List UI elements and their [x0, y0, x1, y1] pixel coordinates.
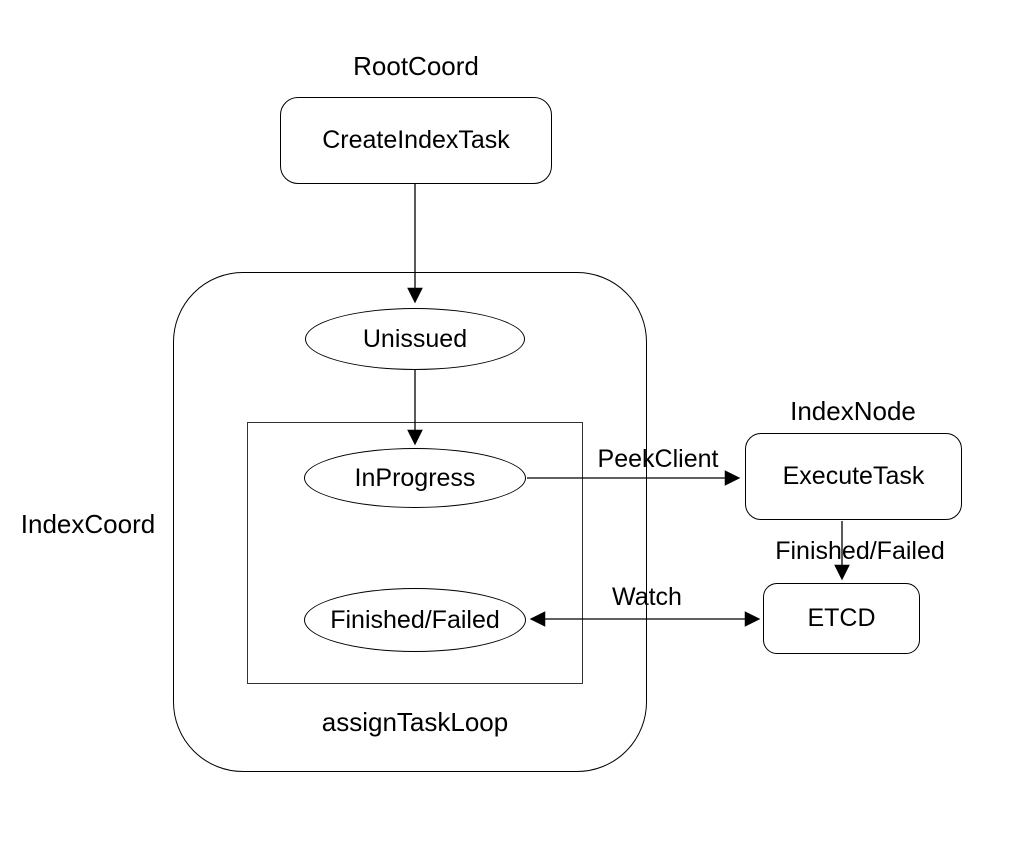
edge-label-finished-failed: Finished/Failed — [775, 537, 945, 565]
indexcoord-group-border — [173, 272, 647, 772]
node-in-progress: InProgress — [304, 448, 526, 508]
rootcoord-group-label: RootCoord — [353, 51, 479, 81]
edge-label-watch: Watch — [612, 583, 682, 611]
node-execute-task: ExecuteTask — [745, 433, 962, 520]
node-create-index-task: CreateIndexTask — [280, 97, 552, 184]
node-etcd: ETCD — [763, 583, 920, 654]
node-finished-failed: Finished/Failed — [304, 588, 526, 652]
indexcoord-group-label: IndexCoord — [20, 509, 156, 539]
assign-task-loop-label: assignTaskLoop — [321, 707, 509, 737]
node-unissued: Unissued — [305, 308, 525, 370]
indexnode-group-label: IndexNode — [790, 396, 916, 426]
edge-label-peek-client: PeekClient — [597, 445, 719, 473]
